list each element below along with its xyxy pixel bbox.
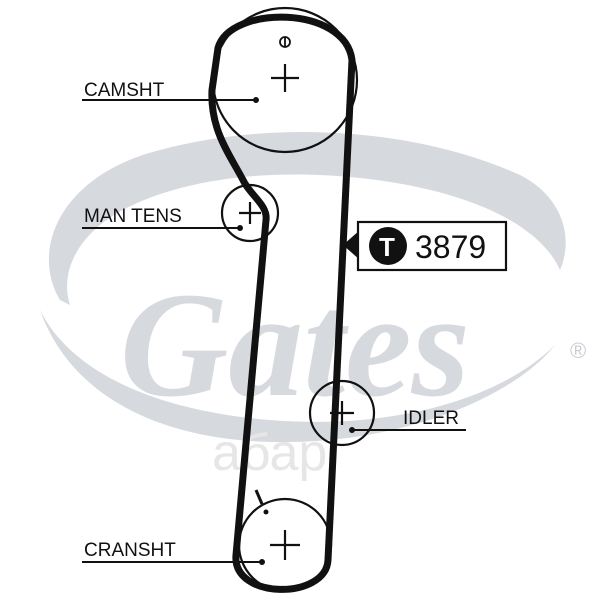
timing-belt [208, 13, 356, 593]
camshaft-pulley: CAMSHT [82, 6, 359, 154]
crankshaft-label: CRANSHT [84, 540, 176, 561]
logo-swoosh-shape [48, 131, 566, 305]
belt-outline [208, 13, 356, 593]
badge-circle-icon [369, 227, 407, 265]
part-number: 3879 [415, 229, 486, 265]
crankshaft-timing-dot [263, 509, 269, 515]
crankshaft-pulley-circle [237, 497, 333, 593]
part-number-badge: T 3879 [343, 220, 508, 272]
logo-swoosh-lower [40, 310, 555, 443]
tensioner-pulley-circle [220, 183, 280, 243]
ghost-watermark-text: aбар [212, 424, 327, 482]
idler-pulley-circle [308, 379, 376, 447]
idler-label: IDLER [403, 408, 459, 429]
manual-tensioner-pulley: MAN TENS [82, 183, 280, 243]
badge-letter: T [379, 232, 395, 262]
registered-mark: ® [570, 338, 586, 363]
crankshaft-pulley: CRANSHT [82, 489, 333, 593]
idler-pulley: IDLER [308, 379, 466, 447]
logo-brand-word: Gates [120, 262, 470, 428]
brand-logo-watermark: Gates ® aбар [40, 131, 586, 482]
badge-pointer-arrow [343, 230, 360, 260]
camshaft-label: CAMSHT [84, 80, 165, 101]
crankshaft-timing-mark [254, 489, 264, 505]
tensioner-label: MAN TENS [84, 206, 182, 227]
camshaft-pulley-circle [211, 6, 359, 154]
